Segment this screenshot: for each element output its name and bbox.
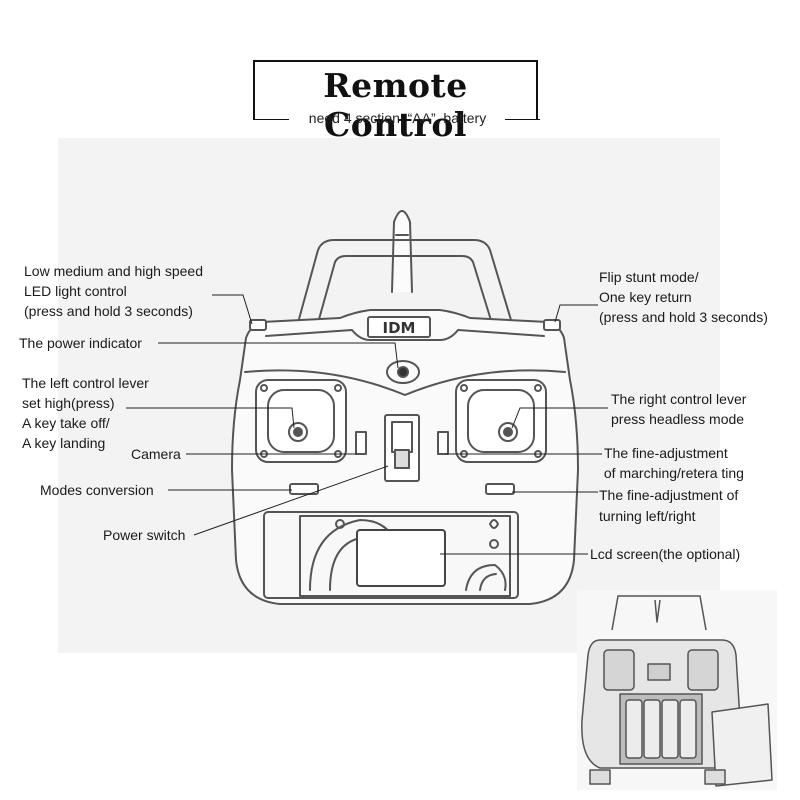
lcd-screen <box>356 529 446 587</box>
logo-text: IDM <box>383 319 416 337</box>
flip-stunt-label-line2: One key return <box>599 289 692 305</box>
flip-stunt-label-line3: (press and hold 3 seconds) <box>599 309 768 325</box>
leader-lines <box>126 294 608 555</box>
antenna <box>391 210 413 293</box>
lcd-screen-label: Lcd screen(the optional) <box>590 546 741 562</box>
logo-plate <box>367 316 431 338</box>
led-control-label-line2: LED light control <box>24 283 127 299</box>
right-lever-label-line2: press headless mode <box>611 411 745 427</box>
left-lever-label-line1: The left control lever <box>22 375 149 391</box>
fine-marching-label-line1: The fine-adjustment <box>604 445 728 461</box>
marching-trim-button[interactable] <box>437 431 449 455</box>
left-lever-label-line2: set high(press) <box>22 395 115 411</box>
inset-battery-photo <box>577 590 777 790</box>
page-title: Remote Control <box>323 66 468 144</box>
power-indicator-light <box>386 360 420 384</box>
led-control-label-line3: (press and hold 3 seconds) <box>24 303 193 319</box>
led-speed-shoulder-button[interactable] <box>249 319 267 331</box>
left-lever-label-line3: A key take off/ <box>22 415 110 431</box>
led-control-label-line1: Low medium and high speed <box>24 263 204 279</box>
modes-conversion-label: Modes conversion <box>40 482 154 498</box>
title-frame <box>253 60 538 116</box>
mode-conversion-trim[interactable] <box>289 483 319 495</box>
camera-label: Camera <box>131 446 181 462</box>
subtitle-line-left <box>253 119 289 120</box>
subtitle-bracket-left <box>253 108 255 120</box>
flip-shoulder-button[interactable] <box>543 319 561 331</box>
carry-handle <box>295 239 515 331</box>
right-lever-label-line1: The right control lever <box>611 391 747 407</box>
camera-button[interactable] <box>355 431 367 455</box>
fine-turning-label-line2: turning left/right <box>599 508 696 524</box>
left-stick-gimbal[interactable] <box>255 379 347 463</box>
fine-marching-label-line2: of marching/retera ting <box>600 465 744 481</box>
subtitle-line-right <box>505 119 540 120</box>
turning-trim[interactable] <box>485 483 515 495</box>
power-switch[interactable] <box>384 414 420 482</box>
left-lever-label-line4: A key landing <box>22 435 106 451</box>
right-stick-gimbal[interactable] <box>455 379 547 463</box>
flip-stunt-label-line1: Flip stunt mode/ <box>599 269 699 285</box>
power-switch-label: Power switch <box>103 527 186 543</box>
battery-subtitle: need 4 section “AA” battery <box>308 110 487 126</box>
subtitle-bracket-right <box>536 108 538 120</box>
fine-turning-label-line1: The fine-adjustment of <box>599 487 739 503</box>
power-indicator-label: The power indicator <box>19 335 142 351</box>
